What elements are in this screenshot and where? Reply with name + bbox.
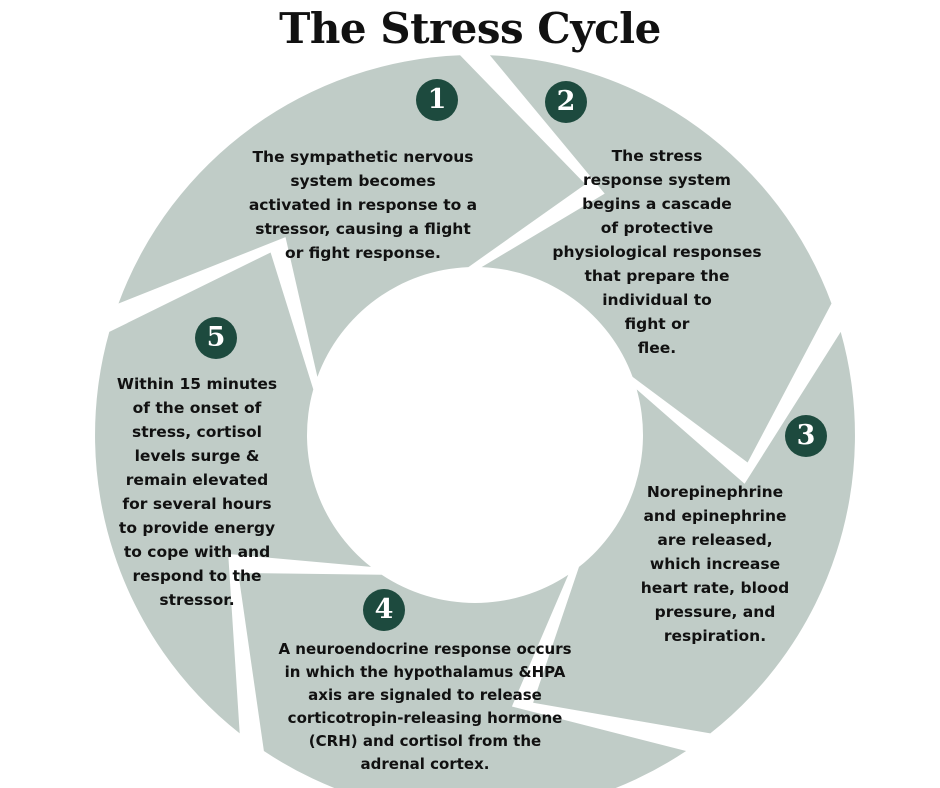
step-3-line: and epinephrine bbox=[643, 507, 787, 525]
cycle-segment-3 bbox=[533, 331, 855, 734]
step-5-number-badge: 5 bbox=[195, 317, 237, 359]
step-5-line: Within 15 minutes bbox=[116, 375, 278, 393]
step-4-line: axis are signaled to release bbox=[308, 686, 542, 704]
step-4-line: A neuroendocrine response occurs bbox=[278, 640, 572, 658]
step-5-line: for several hours bbox=[122, 495, 272, 513]
step-2-line: response system bbox=[583, 171, 731, 189]
step-1-line: activated in response to a bbox=[248, 196, 478, 214]
step-2-line: fight or bbox=[624, 315, 690, 333]
step-2-line: individual to bbox=[602, 291, 712, 309]
step-5-line: remain elevated bbox=[125, 471, 269, 489]
diagram-title: The Stress Cycle bbox=[279, 4, 661, 53]
step-3-line: pressure, and bbox=[654, 603, 776, 621]
step-3-line: which increase bbox=[649, 555, 781, 573]
step-4-line: corticotropin-releasing hormone bbox=[287, 709, 563, 727]
step-4-line: (CRH) and cortisol from the bbox=[308, 732, 542, 750]
step-4-line: adrenal cortex. bbox=[360, 755, 490, 773]
step-3-number-badge: 3 bbox=[785, 415, 827, 457]
cycle-segment-4 bbox=[238, 573, 687, 788]
step-2-text: The stress response system begins a casc… bbox=[542, 144, 772, 360]
step-5-line: stressor. bbox=[159, 591, 235, 609]
step-2-line: that prepare the bbox=[584, 267, 730, 285]
step-2-line: The stress bbox=[611, 147, 703, 165]
step-1-line: system becomes bbox=[290, 172, 436, 190]
step-2-line: flee. bbox=[637, 339, 677, 357]
step-4-text: A neuroendocrine response occurs in whic… bbox=[260, 638, 590, 776]
step-5-line: of the onset of bbox=[132, 399, 262, 417]
step-4-line: in which the hypothalamus &HPA bbox=[284, 663, 566, 681]
step-3-line: Norepinephrine bbox=[646, 483, 784, 501]
step-1-line: or fight response. bbox=[285, 244, 441, 262]
step-5-text: Within 15 minutes of the onset of stress… bbox=[107, 372, 287, 612]
step-5-line: to provide energy bbox=[118, 519, 276, 537]
step-3-line: heart rate, blood bbox=[640, 579, 790, 597]
cycle-segment-2 bbox=[481, 55, 832, 463]
step-2-number-badge: 2 bbox=[545, 81, 587, 123]
cycle-segment-1 bbox=[118, 55, 586, 377]
step-1-text: The sympathetic nervous system becomes a… bbox=[243, 145, 483, 265]
step-5-line: levels surge & bbox=[134, 447, 260, 465]
step-5-line: stress, cortisol bbox=[132, 423, 262, 441]
step-1-number-badge: 1 bbox=[416, 79, 458, 121]
step-2-line: of protective bbox=[600, 219, 714, 237]
step-3-line: respiration. bbox=[663, 627, 767, 645]
step-3-line: are released, bbox=[657, 531, 773, 549]
step-1-line: The sympathetic nervous bbox=[252, 148, 474, 166]
step-5-line: respond to the bbox=[132, 567, 262, 585]
step-3-text: Norepinephrine and epinephrine are relea… bbox=[625, 480, 805, 648]
step-2-line: begins a cascade bbox=[582, 195, 732, 213]
step-1-line: stressor, causing a flight bbox=[255, 220, 471, 238]
step-2-line: physiological responses bbox=[552, 243, 762, 261]
step-4-number-badge: 4 bbox=[363, 589, 405, 631]
step-5-line: to cope with and bbox=[123, 543, 271, 561]
cycle-segment-5 bbox=[95, 252, 371, 734]
